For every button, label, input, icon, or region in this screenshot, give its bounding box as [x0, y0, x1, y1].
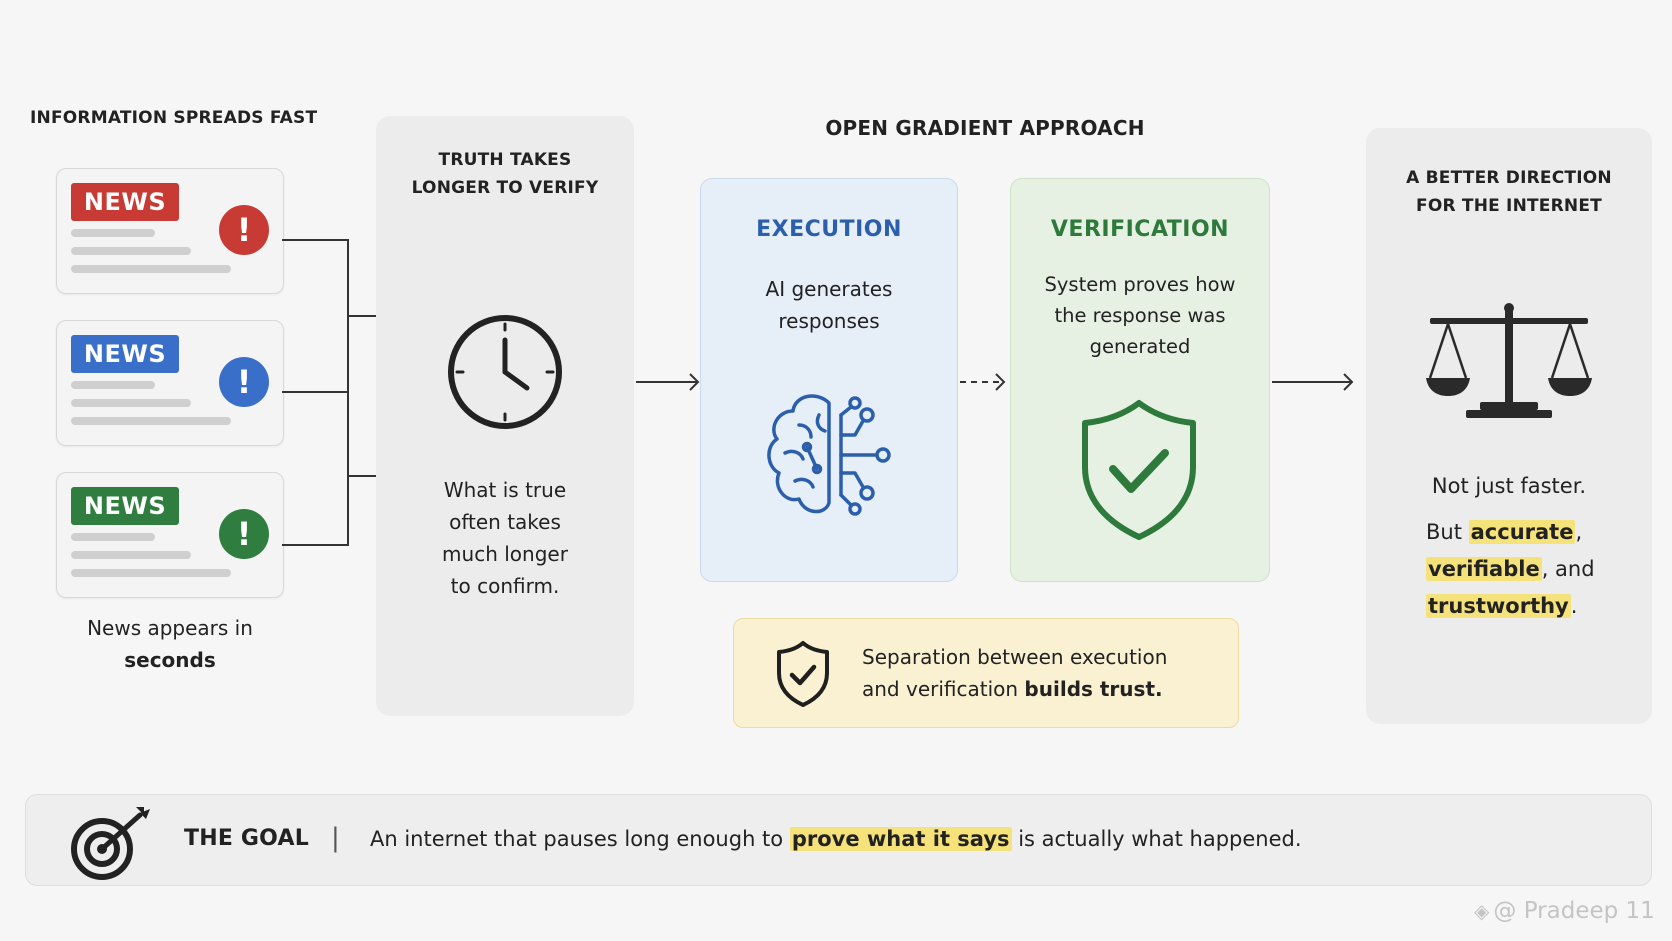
news-card: NEWS ! — [56, 472, 284, 598]
goal-bar: THE GOAL | An internet that pauses long … — [25, 794, 1652, 886]
text-placeholder-line — [71, 569, 231, 577]
better-text-line1: Not just faster. — [1431, 474, 1587, 498]
watermark: ◈@ Pradeep 11 — [1474, 898, 1655, 924]
arrow-verification-to-better — [1272, 373, 1354, 391]
separation-note-line: and verification builds trust. — [862, 673, 1167, 705]
better-text-qualities: But accurate, verifiable, and trustworth… — [1426, 514, 1595, 625]
news-caption: News appears in seconds — [40, 612, 300, 676]
verification-text: System proves how the response was gener… — [1011, 269, 1269, 362]
target-icon — [71, 807, 150, 880]
truth-text: What is true often takes much longer to … — [376, 474, 634, 602]
ai-brain-icon — [767, 394, 891, 516]
better-comma: , — [1575, 520, 1583, 544]
arrow-truth-to-execution — [636, 373, 700, 391]
goal-text-highlight: prove what it says — [789, 827, 1012, 851]
separation-note-line: Separation between execution — [862, 645, 1168, 669]
news-badge: NEWS — [71, 335, 179, 373]
alert-icon: ! — [219, 509, 269, 559]
truth-heading: TRUTH TAKES LONGER TO VERIFY — [376, 146, 634, 202]
verification-text-line: generated — [1089, 335, 1191, 358]
truth-text-line: often takes — [449, 510, 561, 534]
truth-text-line: What is true — [443, 478, 567, 502]
text-placeholder-line — [71, 229, 155, 237]
highlight-trustworthy: trustworthy — [1426, 594, 1571, 618]
better-and: , and — [1541, 557, 1595, 581]
text-placeholder-line — [71, 551, 191, 559]
news-card: NEWS ! — [56, 168, 284, 294]
better-heading-line: FOR THE INTERNET — [1416, 196, 1602, 216]
clock-icon — [448, 315, 562, 429]
shield-check-icon — [777, 641, 829, 707]
text-placeholder-line — [71, 381, 155, 389]
news-badge: NEWS — [71, 183, 179, 221]
truth-text-line: to confirm. — [450, 574, 560, 598]
alert-icon: ! — [219, 205, 269, 255]
goal-text-before: An internet that pauses long enough to — [370, 827, 790, 851]
verification-text-line: the response was — [1054, 304, 1226, 327]
verification-text-line: System proves how — [1044, 273, 1236, 296]
news-card: NEWS ! — [56, 320, 284, 446]
better-heading: A BETTER DIRECTION FOR THE INTERNET — [1366, 164, 1652, 220]
news-badge: NEWS — [71, 487, 179, 525]
news-caption-bold: seconds — [124, 648, 216, 672]
execution-card: EXECUTION AI generates responses — [700, 178, 958, 582]
execution-text: AI generates responses — [701, 273, 957, 337]
better-text-line: But accurate, — [1426, 514, 1595, 551]
text-placeholder-line — [71, 417, 231, 425]
goal-separator: | — [331, 823, 340, 853]
better-period: . — [1570, 594, 1578, 618]
execution-title: EXECUTION — [756, 217, 902, 242]
execution-text-line: AI generates — [765, 277, 893, 301]
text-placeholder-line — [71, 265, 231, 273]
goal-text: An internet that pauses long enough to p… — [370, 823, 1302, 855]
better-text-line: trustworthy. — [1426, 588, 1595, 625]
verification-title: VERIFICATION — [1050, 217, 1230, 242]
arrow-execution-to-verification — [960, 373, 1006, 391]
text-placeholder-line — [71, 399, 191, 407]
text-placeholder-line — [71, 247, 191, 255]
text-placeholder-line — [71, 533, 155, 541]
goal-text-after: is actually what happened. — [1011, 827, 1302, 851]
watermark-logo-icon: ◈ — [1474, 899, 1490, 923]
better-text-line: verifiable, and — [1426, 551, 1595, 588]
alert-icon: ! — [219, 357, 269, 407]
truth-panel: TRUTH TAKES LONGER TO VERIFY What is tru… — [376, 116, 634, 716]
separation-note-text: Separation between execution and verific… — [862, 641, 1167, 705]
separation-note-bold: builds trust. — [1024, 677, 1163, 701]
truth-heading-line: LONGER TO VERIFY — [411, 178, 599, 198]
truth-text-line: much longer — [442, 542, 568, 566]
truth-heading-line: TRUTH TAKES — [438, 150, 572, 170]
watermark-text: @ Pradeep 11 — [1493, 898, 1655, 924]
better-direction-panel: A BETTER DIRECTION FOR THE INTERNET Not … — [1366, 128, 1652, 724]
balance-scale-icon — [1426, 303, 1592, 418]
highlight-accurate: accurate — [1468, 520, 1576, 544]
execution-text-line: responses — [778, 309, 880, 333]
better-but: But — [1426, 520, 1469, 544]
verification-card: VERIFICATION System proves how the respo… — [1010, 178, 1270, 582]
approach-heading: OPEN GRADIENT APPROACH — [825, 116, 1145, 140]
highlight-verifiable: verifiable — [1426, 557, 1542, 581]
separation-note-plain: and verification — [862, 677, 1025, 701]
section-heading-information-spreads: INFORMATION SPREADS FAST — [30, 108, 318, 128]
shield-check-icon — [1082, 400, 1196, 540]
better-heading-line: A BETTER DIRECTION — [1406, 168, 1612, 188]
news-caption-line: News appears in — [87, 616, 253, 640]
goal-label: THE GOAL — [184, 826, 309, 851]
separation-note: Separation between execution and verific… — [733, 618, 1239, 728]
